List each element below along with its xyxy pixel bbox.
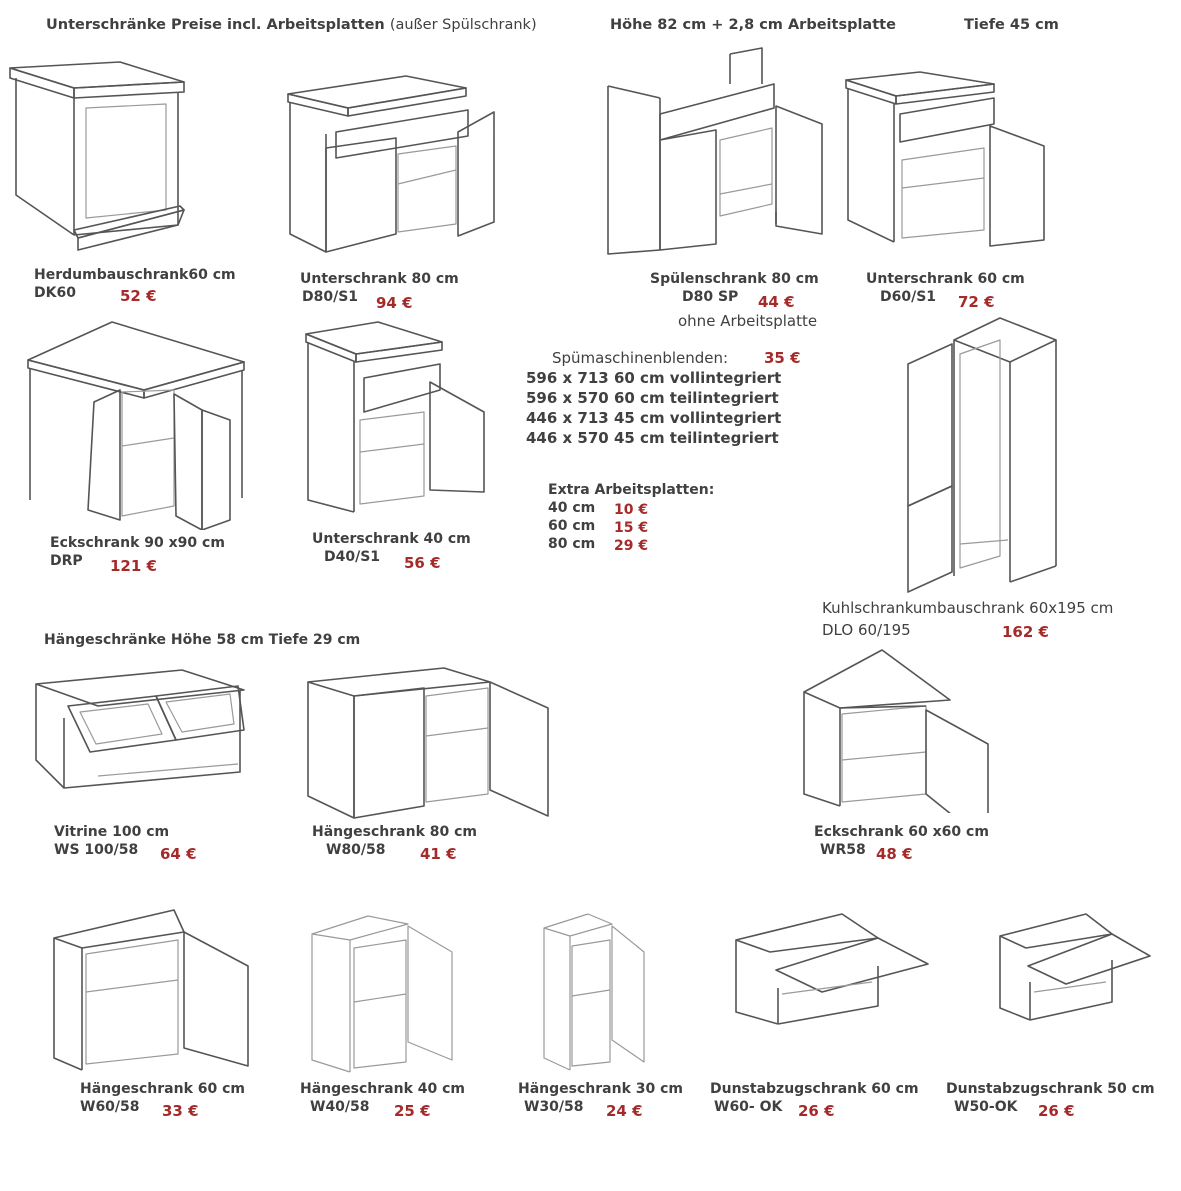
d60-name: Unterschrank 60 cm bbox=[866, 271, 1025, 287]
dishwasher-price: 35 € bbox=[764, 349, 801, 367]
dk60-name: Herdumbauschrank60 cm bbox=[34, 267, 236, 283]
base-depth-note: Tiefe 45 cm bbox=[964, 17, 1059, 33]
wall-cabinet-60-icon bbox=[53, 909, 249, 1071]
extractor-hood-cabinet-50-icon bbox=[999, 913, 1151, 1021]
w60-name: Hängeschrank 60 cm bbox=[80, 1081, 245, 1097]
d60-code: D60/S1 bbox=[880, 289, 937, 305]
d80-name: Unterschrank 80 cm bbox=[300, 271, 459, 287]
dlo-price: 162 € bbox=[1002, 623, 1049, 641]
d40-price: 56 € bbox=[404, 554, 441, 572]
wall-cabinet-80-icon bbox=[307, 667, 549, 819]
base-cabinets-title-note: (außer Spülschrank) bbox=[389, 17, 537, 33]
w50ok-name: Dunstabzugschrank 50 cm bbox=[946, 1081, 1155, 1097]
dishwasher-row: 596 x 570 60 cm teilintegriert bbox=[526, 389, 779, 407]
worktop-price: 15 € bbox=[614, 520, 649, 536]
wr58-code: WR58 bbox=[820, 842, 866, 858]
base-cabinet-40-icon bbox=[305, 321, 485, 513]
worktop-size: 60 cm bbox=[548, 518, 596, 534]
w50ok-price: 26 € bbox=[1038, 1102, 1075, 1120]
w30-name: Hängeschrank 30 cm bbox=[518, 1081, 683, 1097]
d80-code: D80/S1 bbox=[302, 289, 359, 305]
wall-cabinets-title: Hängeschränke Höhe 58 cm Tiefe 29 cm bbox=[44, 632, 361, 648]
w80-price: 41 € bbox=[420, 845, 457, 863]
d80sp-note: ohne Arbeitsplatte bbox=[678, 312, 818, 330]
dishwasher-row: 596 x 713 60 cm vollintegriert bbox=[526, 369, 782, 387]
d80-price: 94 € bbox=[376, 294, 413, 312]
d80sp-code: D80 SP bbox=[682, 289, 739, 305]
w50ok-code: W50-OK bbox=[954, 1099, 1018, 1115]
d80sp-name: Spülenschrank 80 cm bbox=[650, 271, 819, 287]
w80-name: Hängeschrank 80 cm bbox=[312, 824, 477, 840]
d80sp-price: 44 € bbox=[758, 293, 795, 311]
d60-price: 72 € bbox=[958, 293, 995, 311]
glass-display-cabinet-icon bbox=[35, 669, 245, 789]
ws100-price: 64 € bbox=[160, 845, 197, 863]
dishwasher-row: 446 x 713 45 cm vollintegriert bbox=[526, 409, 782, 427]
worktop-price: 10 € bbox=[614, 502, 649, 518]
w60-code: W60/58 bbox=[80, 1099, 140, 1115]
fridge-housing-cabinet-icon bbox=[907, 317, 1057, 593]
w40-price: 25 € bbox=[394, 1102, 431, 1120]
dishwasher-row: 446 x 570 45 cm teilintegriert bbox=[526, 429, 779, 447]
worktops-title: Extra Arbeitsplatten: bbox=[548, 482, 715, 498]
drp-name: Eckschrank 90 x90 cm bbox=[50, 535, 225, 551]
wr58-price: 48 € bbox=[876, 845, 913, 863]
ws100-code: WS 100/58 bbox=[54, 842, 139, 858]
wr58-name: Eckschrank 60 x60 cm bbox=[814, 824, 989, 840]
worktop-size: 80 cm bbox=[548, 536, 596, 552]
dlo-name: Kuhlschrankumbauschrank 60x195 cm bbox=[822, 599, 1114, 617]
dk60-code: DK60 bbox=[34, 285, 76, 301]
base-cabinets-title: Unterschränke Preise incl. Arbeitsplatte… bbox=[46, 17, 537, 33]
d40-code: D40/S1 bbox=[324, 549, 381, 565]
w40-name: Hängeschrank 40 cm bbox=[300, 1081, 465, 1097]
corner-base-cabinet-icon bbox=[27, 321, 245, 530]
w60ok-price: 26 € bbox=[798, 1102, 835, 1120]
dlo-code: DLO 60/195 bbox=[822, 621, 911, 639]
drp-price: 121 € bbox=[110, 557, 157, 575]
wall-cabinet-40-icon bbox=[311, 915, 453, 1073]
drp-code: DRP bbox=[50, 553, 83, 569]
worktop-size: 40 cm bbox=[548, 500, 596, 516]
w30-price: 24 € bbox=[606, 1102, 643, 1120]
d40-name: Unterschrank 40 cm bbox=[312, 531, 471, 547]
w40-code: W40/58 bbox=[310, 1099, 370, 1115]
wall-cabinet-30-icon bbox=[543, 913, 645, 1071]
w80-code: W80/58 bbox=[326, 842, 386, 858]
base-cabinet-60-icon bbox=[845, 71, 1045, 247]
oven-housing-cabinet-icon bbox=[9, 61, 185, 251]
dishwasher-title: Spümaschinenblenden: bbox=[552, 349, 729, 367]
base-cabinet-80-icon bbox=[287, 75, 495, 253]
w30-code: W30/58 bbox=[524, 1099, 584, 1115]
base-height-note: Höhe 82 cm + 2,8 cm Arbeitsplatte bbox=[610, 17, 896, 33]
corner-wall-cabinet-icon bbox=[803, 649, 989, 813]
worktop-price: 29 € bbox=[614, 538, 649, 554]
w60ok-code: W60- OK bbox=[714, 1099, 783, 1115]
sink-cabinet-80-icon bbox=[607, 47, 823, 255]
base-cabinets-title-text: Unterschränke Preise incl. Arbeitsplatte… bbox=[46, 17, 385, 33]
extractor-hood-cabinet-60-icon bbox=[735, 913, 929, 1025]
ws100-name: Vitrine 100 cm bbox=[54, 824, 170, 840]
dk60-price: 52 € bbox=[120, 287, 157, 305]
w60ok-name: Dunstabzugschrank 60 cm bbox=[710, 1081, 919, 1097]
w60-price: 33 € bbox=[162, 1102, 199, 1120]
